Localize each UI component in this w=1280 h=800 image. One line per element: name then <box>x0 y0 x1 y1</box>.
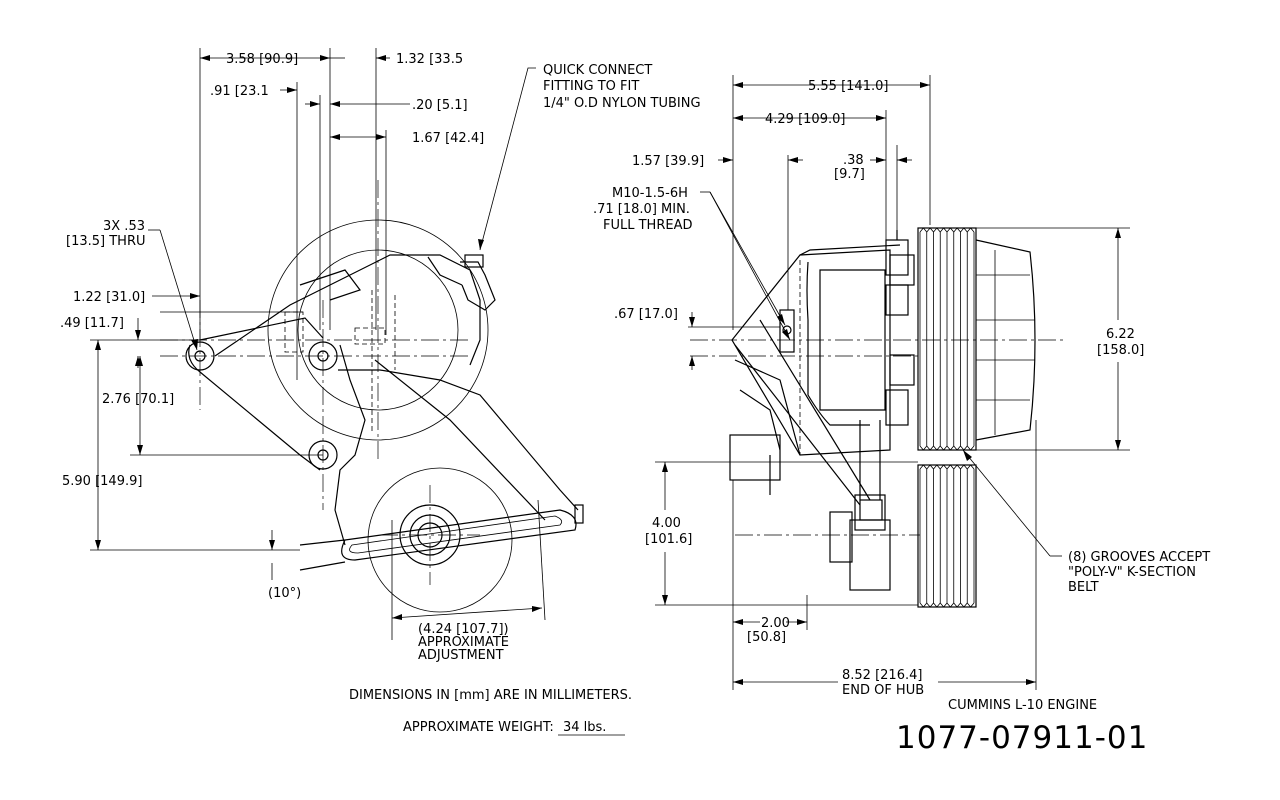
groove-tooth <box>933 445 941 451</box>
left-view-centerlines <box>160 180 480 585</box>
groove-tooth <box>946 602 955 608</box>
grooves-callout-line1: (8) GROOVES ACCEPT <box>1068 550 1210 565</box>
groove-tooth <box>960 227 968 233</box>
groove-tooth <box>926 445 934 451</box>
groove-tooth <box>939 227 948 233</box>
groove-tooth <box>966 464 975 470</box>
groove-tooth <box>919 602 928 608</box>
dim-3-58-label: 3.58 [90.9] <box>226 52 298 67</box>
weight-value: 34 lbs. <box>563 720 606 735</box>
groove-tooth <box>919 445 928 451</box>
dim-1-57-label: 1.57 [39.9] <box>632 154 704 169</box>
groove-tooth <box>933 602 941 608</box>
thread-callout-line2: .71 [18.0] MIN. <box>593 202 690 217</box>
groove-tooth <box>926 602 934 608</box>
units-note: DIMENSIONS IN [mm] ARE IN MILLIMETERS. <box>349 688 632 703</box>
adjustment-line2: APPROXIMATE <box>418 635 509 650</box>
dim-0-38-line1: .38 <box>843 153 864 168</box>
right-view-dimensions <box>558 75 1130 736</box>
grooves-callout-line2: "POLY-V" K-SECTION <box>1068 565 1196 580</box>
dim-8-52-line1: 8.52 [216.4] <box>842 668 922 683</box>
groove-tooth <box>946 445 955 451</box>
groove-tooth <box>919 464 928 470</box>
left-view-labels: 3.58 [90.9] 1.32 [33.5 .91 [23.1 .20 [5.… <box>60 52 701 663</box>
dim-8-52-line2: END OF HUB <box>842 683 924 698</box>
thread-callout-line1: M10-1.5-6H <box>612 186 688 201</box>
grooves-callout-line3: BELT <box>1068 580 1099 595</box>
dim-4-29-label: 4.29 [109.0] <box>765 112 845 127</box>
groove-tooth <box>939 445 948 451</box>
dim-1-67-label: 1.67 [42.4] <box>412 131 484 146</box>
angle-label: (10°) <box>268 586 301 601</box>
dim-2-00-line1: 2.00 <box>761 616 790 631</box>
dim-5-55-label: 5.55 [141.0] <box>808 79 888 94</box>
groove-tooth <box>966 227 975 233</box>
groove-tooth <box>960 464 968 470</box>
dim-1-32-label: 1.32 [33.5 <box>396 52 463 67</box>
adjustment-line3: ADJUSTMENT <box>418 648 504 663</box>
left-view-outline <box>185 219 584 613</box>
right-view-labels: 5.55 [141.0] 4.29 [109.0] 1.57 [39.9] .3… <box>593 79 1210 698</box>
groove-tooth <box>953 602 961 608</box>
quick-connect-line2: FITTING TO FIT <box>543 79 639 94</box>
adjustment-line1: (4.24 [107.7]) <box>418 622 509 637</box>
groove-tooth <box>953 227 961 233</box>
dim-4-00-line1: 4.00 <box>652 516 681 531</box>
dim-2-00-line2: [50.8] <box>747 630 786 645</box>
part-number: 1077-07911-01 <box>896 720 1148 756</box>
dim-6-22-line1: 6.22 <box>1106 327 1135 342</box>
groove-tooth <box>953 445 961 451</box>
groove-tooth <box>960 602 968 608</box>
right-view-outline <box>729 227 1036 608</box>
groove-tooth <box>946 464 955 470</box>
holes-callout-line2: [13.5] THRU <box>66 234 146 249</box>
quick-connect-line1: QUICK CONNECT <box>543 63 652 78</box>
pulley-grooves <box>919 227 975 608</box>
groove-tooth <box>933 464 941 470</box>
groove-tooth <box>919 227 928 233</box>
weight-label: APPROXIMATE WEIGHT: <box>403 720 554 735</box>
dim-6-22-line2: [158.0] <box>1097 343 1144 358</box>
groove-tooth <box>960 445 968 451</box>
groove-tooth <box>926 464 934 470</box>
dim-0-67-label: .67 [17.0] <box>614 307 678 322</box>
groove-tooth <box>933 227 941 233</box>
dim-0-38-line2: [9.7] <box>834 167 865 182</box>
groove-tooth <box>946 227 955 233</box>
quick-connect-line3: 1/4" O.D NYLON TUBING <box>543 96 701 111</box>
dim-1-22-label: 1.22 [31.0] <box>73 290 145 305</box>
thread-callout-line3: FULL THREAD <box>603 218 692 233</box>
groove-tooth <box>926 227 934 233</box>
right-view-centerlines <box>690 339 1065 536</box>
left-view-dimensions <box>90 48 546 640</box>
holes-callout-line1: 3X .53 <box>103 219 145 234</box>
groove-tooth <box>966 602 975 608</box>
engine-label: CUMMINS L-10 ENGINE <box>948 698 1097 713</box>
dim-0-91-label: .91 [23.1 <box>210 84 269 99</box>
groove-tooth <box>953 464 961 470</box>
groove-tooth <box>939 464 948 470</box>
dim-5-90-label: 5.90 [149.9] <box>62 474 142 489</box>
groove-tooth <box>939 602 948 608</box>
dim-0-20-label: .20 [5.1] <box>412 98 468 113</box>
title-notes: DIMENSIONS IN [mm] ARE IN MILLIMETERS. A… <box>349 688 1148 756</box>
dim-2-76-label: 2.76 [70.1] <box>102 392 174 407</box>
groove-tooth <box>966 445 975 451</box>
dim-4-00-line2: [101.6] <box>645 532 692 547</box>
dim-0-49-label: .49 [11.7] <box>60 316 124 331</box>
